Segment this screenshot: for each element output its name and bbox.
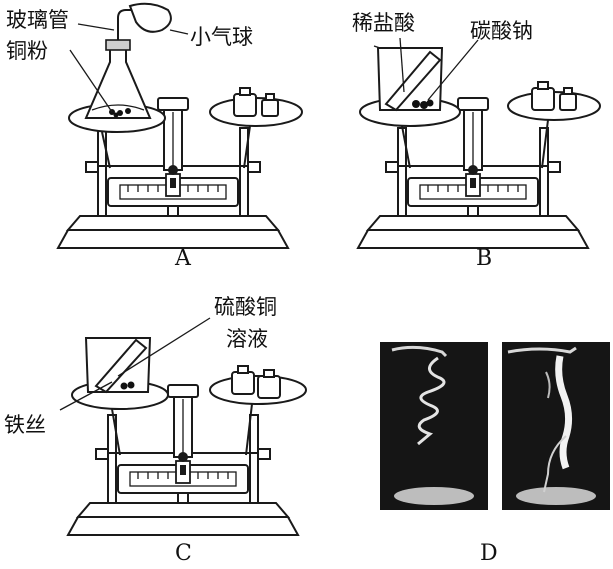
caption-d: D bbox=[480, 541, 498, 566]
label-copper-powder: 铜粉 bbox=[6, 39, 48, 63]
label-acid: 稀盐酸 bbox=[352, 11, 415, 35]
panel-d: D bbox=[380, 342, 610, 566]
caption-b: B bbox=[476, 246, 492, 271]
label-solution-line1: 硫酸铜 bbox=[214, 295, 277, 319]
caption-c: C bbox=[175, 541, 192, 566]
photo-left bbox=[380, 342, 488, 510]
panel-c: 硫酸铜 溶液 铁丝 C bbox=[4, 295, 307, 566]
photo-right bbox=[502, 342, 610, 510]
label-glass-tube: 玻璃管 bbox=[6, 8, 69, 32]
caption-a: A bbox=[174, 246, 192, 271]
label-carbonate: 碳酸钠 bbox=[470, 19, 533, 43]
label-iron-wire: 铁丝 bbox=[4, 413, 46, 437]
label-balloon: 小气球 bbox=[190, 25, 253, 49]
panel-b: 稀盐酸 碳酸钠 B bbox=[352, 11, 601, 271]
panel-a: 玻璃管 铜粉 小气球 A bbox=[6, 2, 303, 271]
label-solution-line2: 溶液 bbox=[226, 327, 268, 351]
